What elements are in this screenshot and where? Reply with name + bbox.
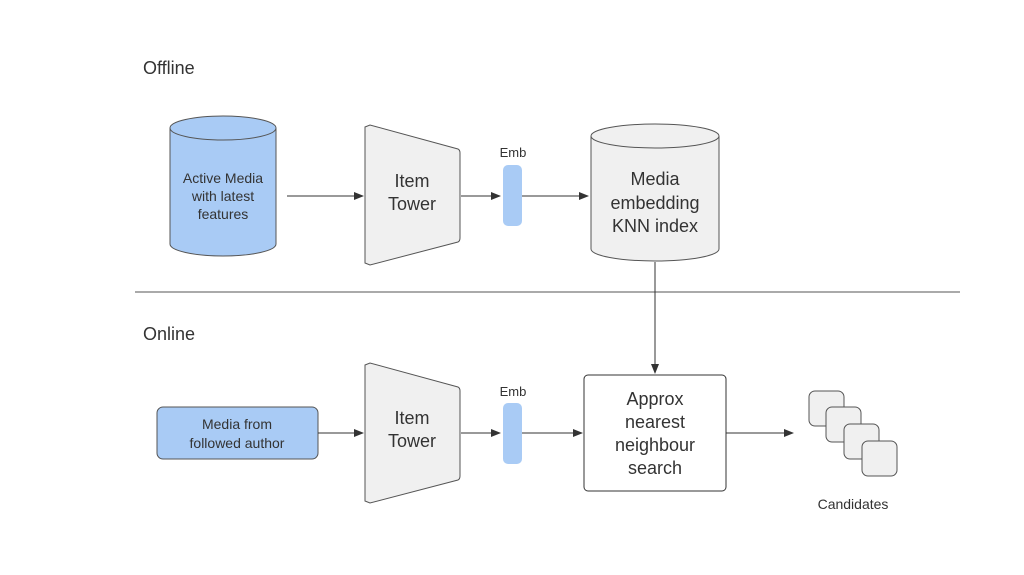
ann-search-line2: nearest (625, 412, 685, 432)
item-tower-offline: Item Tower (364, 124, 461, 266)
item-tower-offline-line1: Item (394, 171, 429, 191)
active-media-label-line3: features (198, 206, 249, 222)
active-media-database: Active Media with latest features (169, 115, 277, 257)
ann-search-line1: Approx (626, 389, 683, 409)
candidates-stack-icon (808, 390, 898, 477)
media-from-author-box: Media from followed author (156, 406, 319, 460)
item-tower-online: Item Tower (364, 362, 461, 504)
offline-section-label: Offline (143, 58, 195, 78)
knn-index-database: Media embedding KNN index (590, 123, 720, 262)
item-tower-online-line1: Item (394, 408, 429, 428)
embedding-offline: Emb (500, 145, 527, 226)
ann-search-line4: search (628, 458, 682, 478)
ann-search-box: Approx nearest neighbour search (583, 374, 727, 492)
ann-search-line3: neighbour (615, 435, 695, 455)
knn-index-line2: embedding (610, 193, 699, 213)
media-from-author-line2: followed author (190, 435, 285, 451)
item-tower-offline-line2: Tower (388, 194, 436, 214)
embedding-online: Emb (500, 384, 527, 464)
item-tower-online-line2: Tower (388, 431, 436, 451)
active-media-label-line1: Active Media (183, 170, 263, 186)
emb-online-label: Emb (500, 384, 527, 399)
candidates-label: Candidates (818, 496, 889, 512)
media-from-author-line1: Media from (202, 416, 272, 432)
active-media-label-line2: with latest (191, 188, 254, 204)
knn-index-line3: KNN index (612, 216, 698, 236)
emb-offline-label: Emb (500, 145, 527, 160)
knn-index-line1: Media (630, 169, 680, 189)
online-section-label: Online (143, 324, 195, 344)
